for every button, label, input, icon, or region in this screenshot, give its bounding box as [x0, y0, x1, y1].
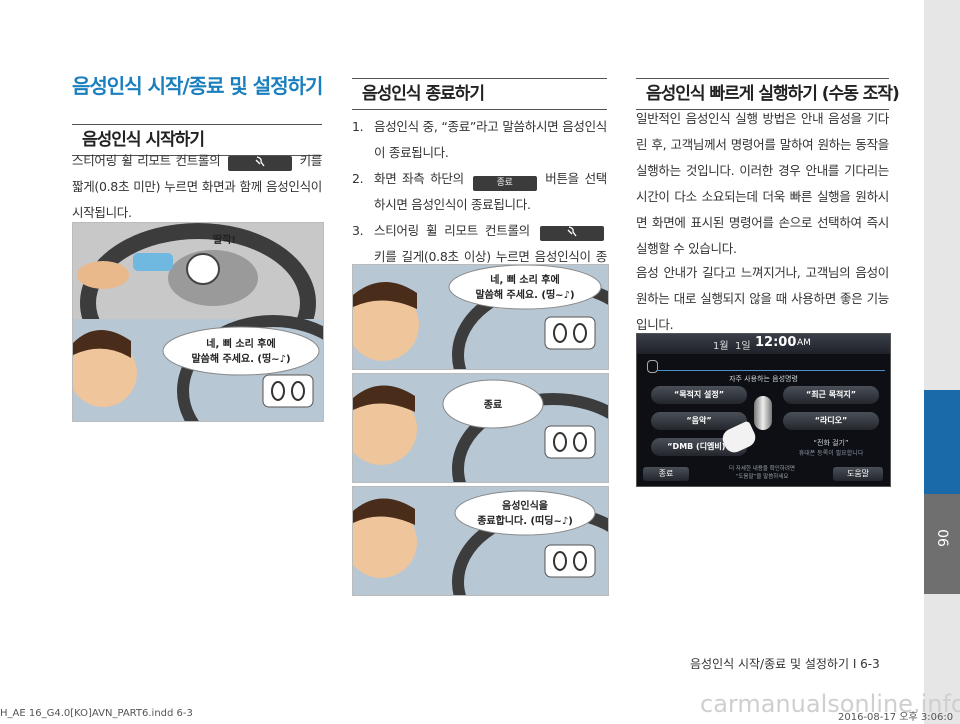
chapter-number: 06: [934, 529, 950, 547]
step-2-text-2: 버튼을 선택하시면 음성인식이 종료됩니다.: [374, 171, 607, 212]
illustration-start: 딸깍! 네, 삐 소리 후에 말씀해 주세요. (띵~♪): [72, 222, 324, 422]
screen-end-button[interactable]: 종료: [643, 467, 689, 481]
step-1: 1. 음성인식 중, “종료”라고 말씀하시면 음성인식이 종료됩니다.: [352, 114, 607, 166]
side-tab-chapter: [924, 494, 960, 594]
step-1-text: 음성인식 중, “종료”라고 말씀하시면 음성인식이 종료됩니다.: [374, 119, 607, 160]
screen-ampm: AM: [797, 338, 811, 348]
mic-icon: [647, 360, 658, 373]
click-sound-text: 딸깍!: [213, 233, 236, 246]
illus1-bubble-line1: 네, 삐 소리 후에: [206, 337, 275, 350]
end-button-image: 종료: [472, 176, 537, 191]
step-2-text-1: 화면 좌측 하단의: [374, 171, 464, 186]
cmd-radio-button[interactable]: “라디오”: [783, 412, 879, 430]
start-para-text-1: 스티어링 휠 리모트 컨트롤의: [72, 153, 221, 168]
step-3-text-1: 스티어링 휠 리모트 컨트롤의: [374, 223, 530, 238]
start-para-text-2: 키를 짧게(0.8초 미만) 누르면 화면과 함께 음성인식이 시작됩니다.: [72, 153, 322, 220]
section-heading-start: 음성인식 시작하기: [72, 124, 322, 156]
section-heading-start-label: 음성인식 시작하기: [82, 130, 205, 150]
screen-help-button[interactable]: 도움말: [833, 467, 883, 481]
panel1-line2: 말씀해 주세요. (띵~♪): [475, 288, 574, 301]
screen-time: 12:00: [755, 335, 797, 350]
watermark: carmanualsonline.info: [700, 690, 960, 718]
voice-key-icon: [540, 226, 604, 241]
illustration-end-3: 음성인식을 종료합니다. (띠딩~♪): [352, 486, 609, 596]
quick-paragraph-2: 음성 안내가 길다고 느껴지거나, 고객님의 음성이 원하는 대로 실행되지 않…: [636, 265, 889, 332]
voice-key-icon: [227, 156, 292, 171]
print-slug-left: H_AE 16_G4.0[KO]AVN_PART6.indd 6-3: [0, 708, 193, 719]
section-heading-end: 음성인식 종료하기: [352, 78, 607, 110]
step-2: 2. 화면 좌측 하단의 종료 버튼을 선택하시면 음성인식이 종료됩니다.: [352, 166, 607, 218]
voice-screen: 1월 1일 12:00 AM 자주 사용하는 음성명령 “목적지 설정” “최근…: [636, 333, 891, 487]
hint-phone-sub: 휴대폰 등록이 필요합니다: [798, 450, 864, 457]
screen-divider: [657, 370, 885, 371]
page-footer: 음성인식 시작/종료 및 설정하기 I 6-3: [690, 657, 880, 671]
microphone-icon: [754, 396, 772, 430]
panel2-text: 종료: [484, 399, 502, 411]
page-title: 음성인식 시작/종료 및 설정하기: [72, 74, 323, 98]
step-1-number: 1.: [352, 119, 364, 134]
step-3-number: 3.: [352, 223, 364, 238]
illus1-bubble-line2: 말씀해 주세요. (띵~♪): [191, 352, 290, 365]
screen-header: 자주 사용하는 음성명령: [729, 375, 798, 383]
print-slug-right: 2016-08-17 오후 3:06:0: [838, 712, 954, 723]
hint-phone-title: “전화 걸기”: [813, 439, 849, 447]
section-heading-quick: 음성인식 빠르게 실행하기 (수동 조작): [636, 78, 900, 110]
screen-status-bar: 1월 1일 12:00 AM: [637, 334, 890, 354]
screen-bottom-hint: 더 자세한 내용을 확인하려면 “도움말”을 말씀하세요: [697, 465, 827, 481]
illustration-end-1: 네, 삐 소리 후에 말씀해 주세요. (띵~♪): [352, 264, 609, 370]
end-steps-list: 1. 음성인식 중, “종료”라고 말씀하시면 음성인식이 종료됩니다. 2. …: [352, 114, 607, 296]
screen-month: 1월: [713, 341, 729, 352]
bottom-hint-line1: 더 자세한 내용을 확인하려면: [729, 466, 795, 472]
step-2-number: 2.: [352, 171, 364, 186]
illustration-end-2: 종료: [352, 373, 609, 483]
panel1-line1: 네, 삐 소리 후에: [490, 273, 559, 286]
quick-paragraph-1: 일반적인 음성인식 실행 방법은 안내 음성을 기다린 후, 고객님께서 명령어…: [636, 111, 889, 256]
side-tab-active: [924, 390, 960, 494]
section-heading-end-label: 음성인식 종료하기: [362, 84, 485, 104]
cmd-recent-destination-button[interactable]: “최근 목적지”: [783, 386, 879, 404]
side-tab-bar: [924, 0, 960, 724]
panel3-line1: 음성인식을: [502, 499, 548, 512]
bottom-hint-line2: “도움말”을 말씀하세요: [735, 474, 789, 480]
screen-day: 1일: [735, 341, 751, 352]
start-paragraph: 스티어링 휠 리모트 컨트롤의 키를 짧게(0.8초 미만) 누르면 화면과 함…: [72, 148, 322, 226]
section-heading-quick-label: 음성인식 빠르게 실행하기 (수동 조작): [646, 84, 900, 104]
panel3-line2: 종료합니다. (띠딩~♪): [477, 514, 573, 527]
cmd-music-button[interactable]: “음악”: [651, 412, 747, 430]
cmd-destination-button[interactable]: “목적지 설정”: [651, 386, 747, 404]
